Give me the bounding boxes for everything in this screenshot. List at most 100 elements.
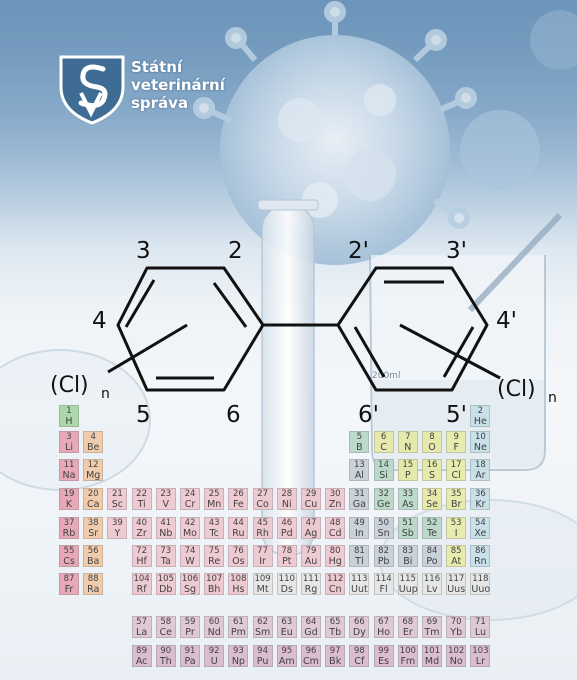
element-symbol: Zn xyxy=(328,499,342,510)
atomic-number: 58 xyxy=(160,617,172,627)
position-label: 4 xyxy=(92,308,107,334)
element-symbol: Mg xyxy=(86,470,101,481)
atomic-number: 65 xyxy=(329,617,341,627)
element-symbol: Ag xyxy=(304,528,318,539)
atomic-number: 78 xyxy=(281,546,293,556)
atomic-number: 7 xyxy=(405,432,411,442)
element-symbol: Pt xyxy=(282,556,292,567)
element-symbol: O xyxy=(428,442,436,453)
element-symbol: Lr xyxy=(475,656,485,667)
element-symbol: I xyxy=(454,528,458,539)
atomic-number: 21 xyxy=(111,489,123,499)
atomic-number: 88 xyxy=(87,574,99,584)
atomic-number: 37 xyxy=(63,518,75,528)
element-symbol: Uus xyxy=(447,584,466,595)
element-symbol: Pr xyxy=(185,627,195,638)
atomic-number: 12 xyxy=(87,460,99,470)
atomic-number: 36 xyxy=(474,489,486,499)
element-symbol: Pb xyxy=(377,556,390,567)
element-symbol: Eu xyxy=(280,627,293,638)
atomic-number: 48 xyxy=(329,518,341,528)
atomic-number: 10 xyxy=(474,432,486,442)
atomic-number: 4 xyxy=(90,432,96,442)
atomic-number: 39 xyxy=(111,518,123,528)
atomic-number: 108 xyxy=(230,574,247,584)
element-symbol: Rg xyxy=(304,584,318,595)
atomic-number: 95 xyxy=(281,646,293,656)
element-symbol: Cd xyxy=(328,528,342,539)
element-symbol: Yb xyxy=(450,627,463,638)
atomic-number: 53 xyxy=(450,518,462,528)
atomic-number: 38 xyxy=(87,518,99,528)
atomic-number: 60 xyxy=(208,617,220,627)
element-symbol: Ir xyxy=(259,556,266,567)
element-symbol: Ca xyxy=(86,499,100,510)
element-symbol: Er xyxy=(402,627,413,638)
atomic-number: 112 xyxy=(327,574,344,584)
element-symbol: Md xyxy=(424,656,440,667)
element-symbol: Ne xyxy=(473,442,487,453)
atomic-number: 26 xyxy=(232,489,244,499)
element-symbol: Sc xyxy=(111,499,124,510)
element-symbol: H xyxy=(65,416,73,427)
element-symbol: Pm xyxy=(230,627,246,638)
benzene-ring-right xyxy=(336,266,489,392)
element-symbol: Sm xyxy=(254,627,271,638)
element-symbol: Po xyxy=(426,556,438,567)
atomic-number: 67 xyxy=(378,617,389,627)
atomic-number: 55 xyxy=(63,546,75,556)
position-label: 5' xyxy=(446,402,467,428)
atomic-number: 79 xyxy=(305,546,317,556)
element-symbol: K xyxy=(65,499,73,510)
atomic-number: 69 xyxy=(426,617,438,627)
atomic-number: 83 xyxy=(402,546,414,556)
element-symbol: Ho xyxy=(377,627,391,638)
element-symbol: Hs xyxy=(232,584,245,595)
element-symbol: Pa xyxy=(184,656,196,667)
atomic-number: 101 xyxy=(423,646,441,656)
element-symbol: Fe xyxy=(232,499,244,510)
element-symbol: Th xyxy=(159,656,172,667)
element-symbol: Si xyxy=(379,470,388,481)
